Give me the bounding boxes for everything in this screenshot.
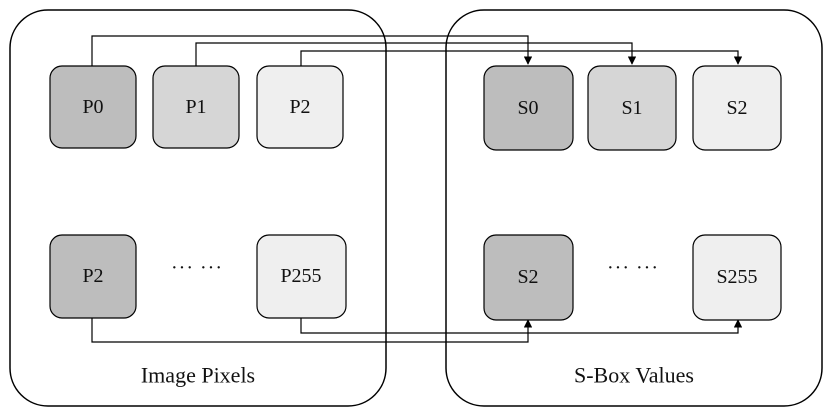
pixel-cell-p2-top-label: P2: [289, 96, 310, 118]
sbox-cell-s1: S1: [587, 65, 677, 151]
sbox-cell-s2-bottom: S2: [483, 234, 574, 321]
connector-p0-s0: [91, 35, 533, 66]
image-pixels-frame: [9, 9, 387, 407]
pixel-cell-p2-bottom: P2: [49, 234, 137, 319]
sbox-cell-s1-box: [587, 65, 677, 151]
sbox-cell-s2-top-box: [692, 65, 782, 151]
pixel-cell-p1: P1: [152, 65, 240, 149]
connector-p2-s2-bottom: [91, 318, 533, 343]
pixel-cell-p255: P255: [256, 234, 347, 319]
pixel-cell-p0-label: P0: [82, 96, 103, 118]
sbox-cell-s2-top-label: S2: [726, 97, 747, 119]
pixel-cell-p0-box: [49, 65, 137, 149]
pixel-cell-p2-top-box: [256, 65, 344, 149]
pixel-cell-p2-bottom-box: [49, 234, 137, 319]
sbox-cell-s255-label: S255: [716, 266, 757, 288]
sbox-cell-s255: S255: [692, 234, 782, 321]
connector-p255-s255: [300, 318, 743, 334]
pixel-cell-p1-label: P1: [185, 96, 206, 118]
pixel-cell-p2-top: P2: [256, 65, 344, 149]
pixel-cell-p0: P0: [49, 65, 137, 149]
connector-p2-s2-top: [300, 50, 743, 66]
sbox-cell-s0: S0: [483, 65, 574, 151]
sbox-ellipsis: ··· ···: [607, 257, 659, 279]
image-pixels-caption: Image Pixels: [141, 363, 255, 388]
pixel-cell-p2-bottom-label: P2: [82, 265, 103, 287]
sbox-cell-s1-label: S1: [621, 97, 642, 119]
sbox-cell-s2-bottom-label: S2: [517, 266, 538, 288]
connector-p1-s1: [195, 42, 637, 66]
sbox-cell-s255-box: [692, 234, 782, 321]
pixel-cell-p255-box: [256, 234, 347, 319]
sbox-cell-s0-label: S0: [517, 97, 538, 119]
sbox-values-caption: S-Box Values: [574, 363, 694, 388]
sbox-values-frame: [445, 9, 823, 407]
sbox-cell-s0-box: [483, 65, 574, 151]
pixel-cell-p1-box: [152, 65, 240, 149]
pixel-ellipsis: ··· ···: [171, 257, 223, 279]
sbox-cell-s2-top: S2: [692, 65, 782, 151]
pixel-cell-p255-label: P255: [280, 265, 321, 287]
sbox-cell-s2-bottom-box: [483, 234, 574, 321]
